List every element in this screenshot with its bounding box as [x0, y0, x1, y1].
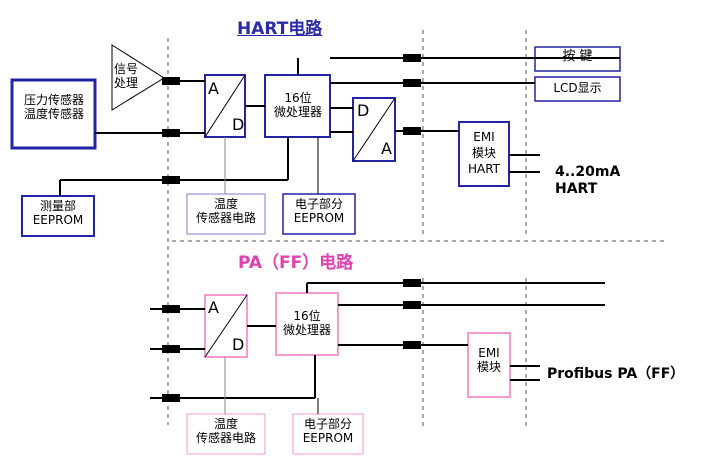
pa-section-title: PA（FF）电路: [238, 253, 354, 273]
hart-temp-circuit-label: 温度 传感器电路: [195, 197, 256, 225]
measure-eeprom-box: [21, 195, 95, 237]
pa-connectors: [162, 279, 421, 402]
pa-cpu-label: 16位 微处理器: [282, 309, 331, 337]
connector: [162, 176, 180, 184]
measure-eeprom-label: 测量部 EEPROM: [32, 199, 84, 227]
hart-cpu-label: 16位 微处理器: [273, 91, 322, 119]
key-label: 按 键: [562, 49, 593, 64]
hart-da-converter: [352, 97, 396, 162]
hart-ad-d: D: [232, 115, 245, 134]
hart-elec-eeprom-box: [282, 193, 356, 235]
signal-processing-label: 信号 处理: [114, 62, 139, 90]
hart-connectors: [162, 54, 421, 184]
lcd-box: [534, 76, 621, 102]
dashed-separators: [167, 30, 668, 430]
pa-temp-circuit-label: 温度 传感器电路: [195, 417, 256, 445]
lcd-label: LCD显示: [553, 81, 602, 95]
sensor-label-pressure: 压力传感器: [23, 93, 84, 107]
hart-elec-eeprom-label: 电子部分 EEPROM: [293, 197, 345, 225]
hart-ad-a: A: [208, 79, 219, 98]
hart-wires: [59, 57, 620, 196]
connector: [403, 54, 421, 62]
hart-section-title: HART电路: [237, 19, 323, 40]
pa-ad-a: A: [208, 298, 219, 317]
signal-processing-amplifier: [111, 44, 165, 111]
hart-emi-label: EMI 模块 HART: [467, 130, 501, 176]
sensor-box: [10, 78, 97, 150]
hart-temp-circuit-box: [186, 193, 266, 235]
connector: [162, 77, 180, 85]
pa-temp-circuit-box: [186, 413, 266, 455]
hart-output-label: 4..20mA HART: [555, 164, 621, 197]
connector: [162, 394, 180, 402]
hart-da-a: A: [381, 139, 392, 158]
pa-elec-eeprom-box: [292, 413, 364, 455]
pa-output-label: Profibus PA（FF）: [547, 366, 685, 382]
connector: [403, 279, 421, 287]
connector: [403, 127, 421, 135]
connector: [162, 129, 180, 137]
hart-title-latin: HART: [237, 19, 289, 39]
connector: [403, 341, 421, 349]
pa-elec-eeprom-label: 电子部分 EEPROM: [302, 417, 354, 445]
connector: [162, 345, 180, 353]
sensor-label-temperature: 温度传感器: [23, 106, 84, 121]
connector: [403, 79, 421, 87]
pa-ad-d: D: [232, 335, 245, 354]
hart-title-cn: 电路: [288, 19, 323, 39]
connector: [403, 301, 421, 309]
connector: [162, 305, 180, 313]
hart-da-d: D: [357, 101, 370, 120]
sensor-label: 压力传感器 温度传感器: [14, 93, 94, 122]
pa-emi-label: EMI 模块: [476, 346, 501, 374]
